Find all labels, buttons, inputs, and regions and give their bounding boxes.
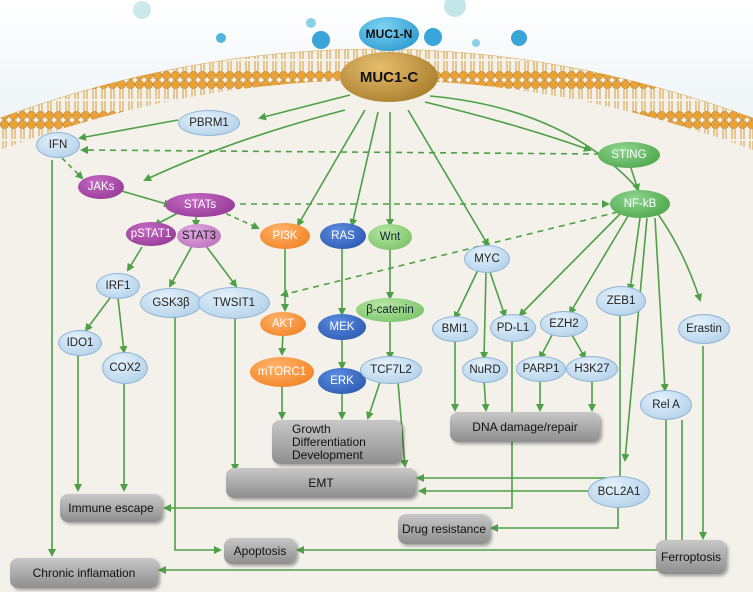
outcome-ferroptosis: Ferroptosis <box>656 540 726 574</box>
node-irf1: IRF1 <box>96 273 140 299</box>
node-cox2: COX2 <box>102 352 148 384</box>
node-stats: STATs <box>165 193 235 217</box>
node-erastin: Erastin <box>678 314 730 344</box>
node-ras: RAS <box>320 223 366 249</box>
node-jaks: JAKs <box>78 175 124 199</box>
node-sting: STING <box>598 142 660 168</box>
node-tcf7l2: TCF7L2 <box>360 356 422 384</box>
node-ezh2: EZH2 <box>540 311 588 337</box>
outcome-immune-escape: Immune escape <box>60 494 162 522</box>
outcome-emt: EMT <box>226 468 416 498</box>
node-pi3k: PI3K <box>260 223 310 249</box>
node-ifn: IFN <box>36 132 80 158</box>
muc1-n-protein: MUC1-N <box>359 17 419 51</box>
node-wnt: Wnt <box>368 224 412 250</box>
node-pstat1: pSTAT1 <box>126 222 176 246</box>
node-nfkb: NF-kB <box>610 190 670 218</box>
node-mek: MEK <box>318 314 366 340</box>
node-parp1: PARP1 <box>516 356 566 382</box>
node-bcl2a1: BCL2A1 <box>588 476 650 508</box>
node-rela: Rel A <box>640 390 692 420</box>
outcome-chronic-inflammation: Chronic inflamation <box>10 558 158 588</box>
node-myc: MYC <box>464 245 510 273</box>
node-pdl1: PD-L1 <box>490 314 536 342</box>
muc1-c-protein: MUC1-C <box>340 52 438 102</box>
node-erk: ERK <box>318 368 366 394</box>
node-akt: AKT <box>260 312 306 336</box>
node-ido1: IDO1 <box>58 330 102 356</box>
node-stat3: STAT3 <box>177 224 221 248</box>
outcome-drug-resistance: Drug resistance <box>398 514 490 544</box>
node-h3k27: H3K27 <box>566 356 618 382</box>
outcome-dna-damage: DNA damage/repair <box>450 412 600 442</box>
node-nurd: NuRD <box>462 357 508 383</box>
node-zeb1: ZEB1 <box>596 286 646 316</box>
node-twsit1: TWSIT1 <box>198 287 270 319</box>
node-beta-catenin: β-catenin <box>356 298 424 322</box>
node-pbrm1: PBRM1 <box>178 110 240 136</box>
outcome-apoptosis: Apoptosis <box>224 538 296 564</box>
node-gsk3b: GSK3β <box>140 288 202 318</box>
node-mtorc1: mTORC1 <box>250 357 314 387</box>
outcome-growth: Growth Differentiation Development <box>272 420 402 464</box>
node-bmi1: BMI1 <box>432 316 478 342</box>
